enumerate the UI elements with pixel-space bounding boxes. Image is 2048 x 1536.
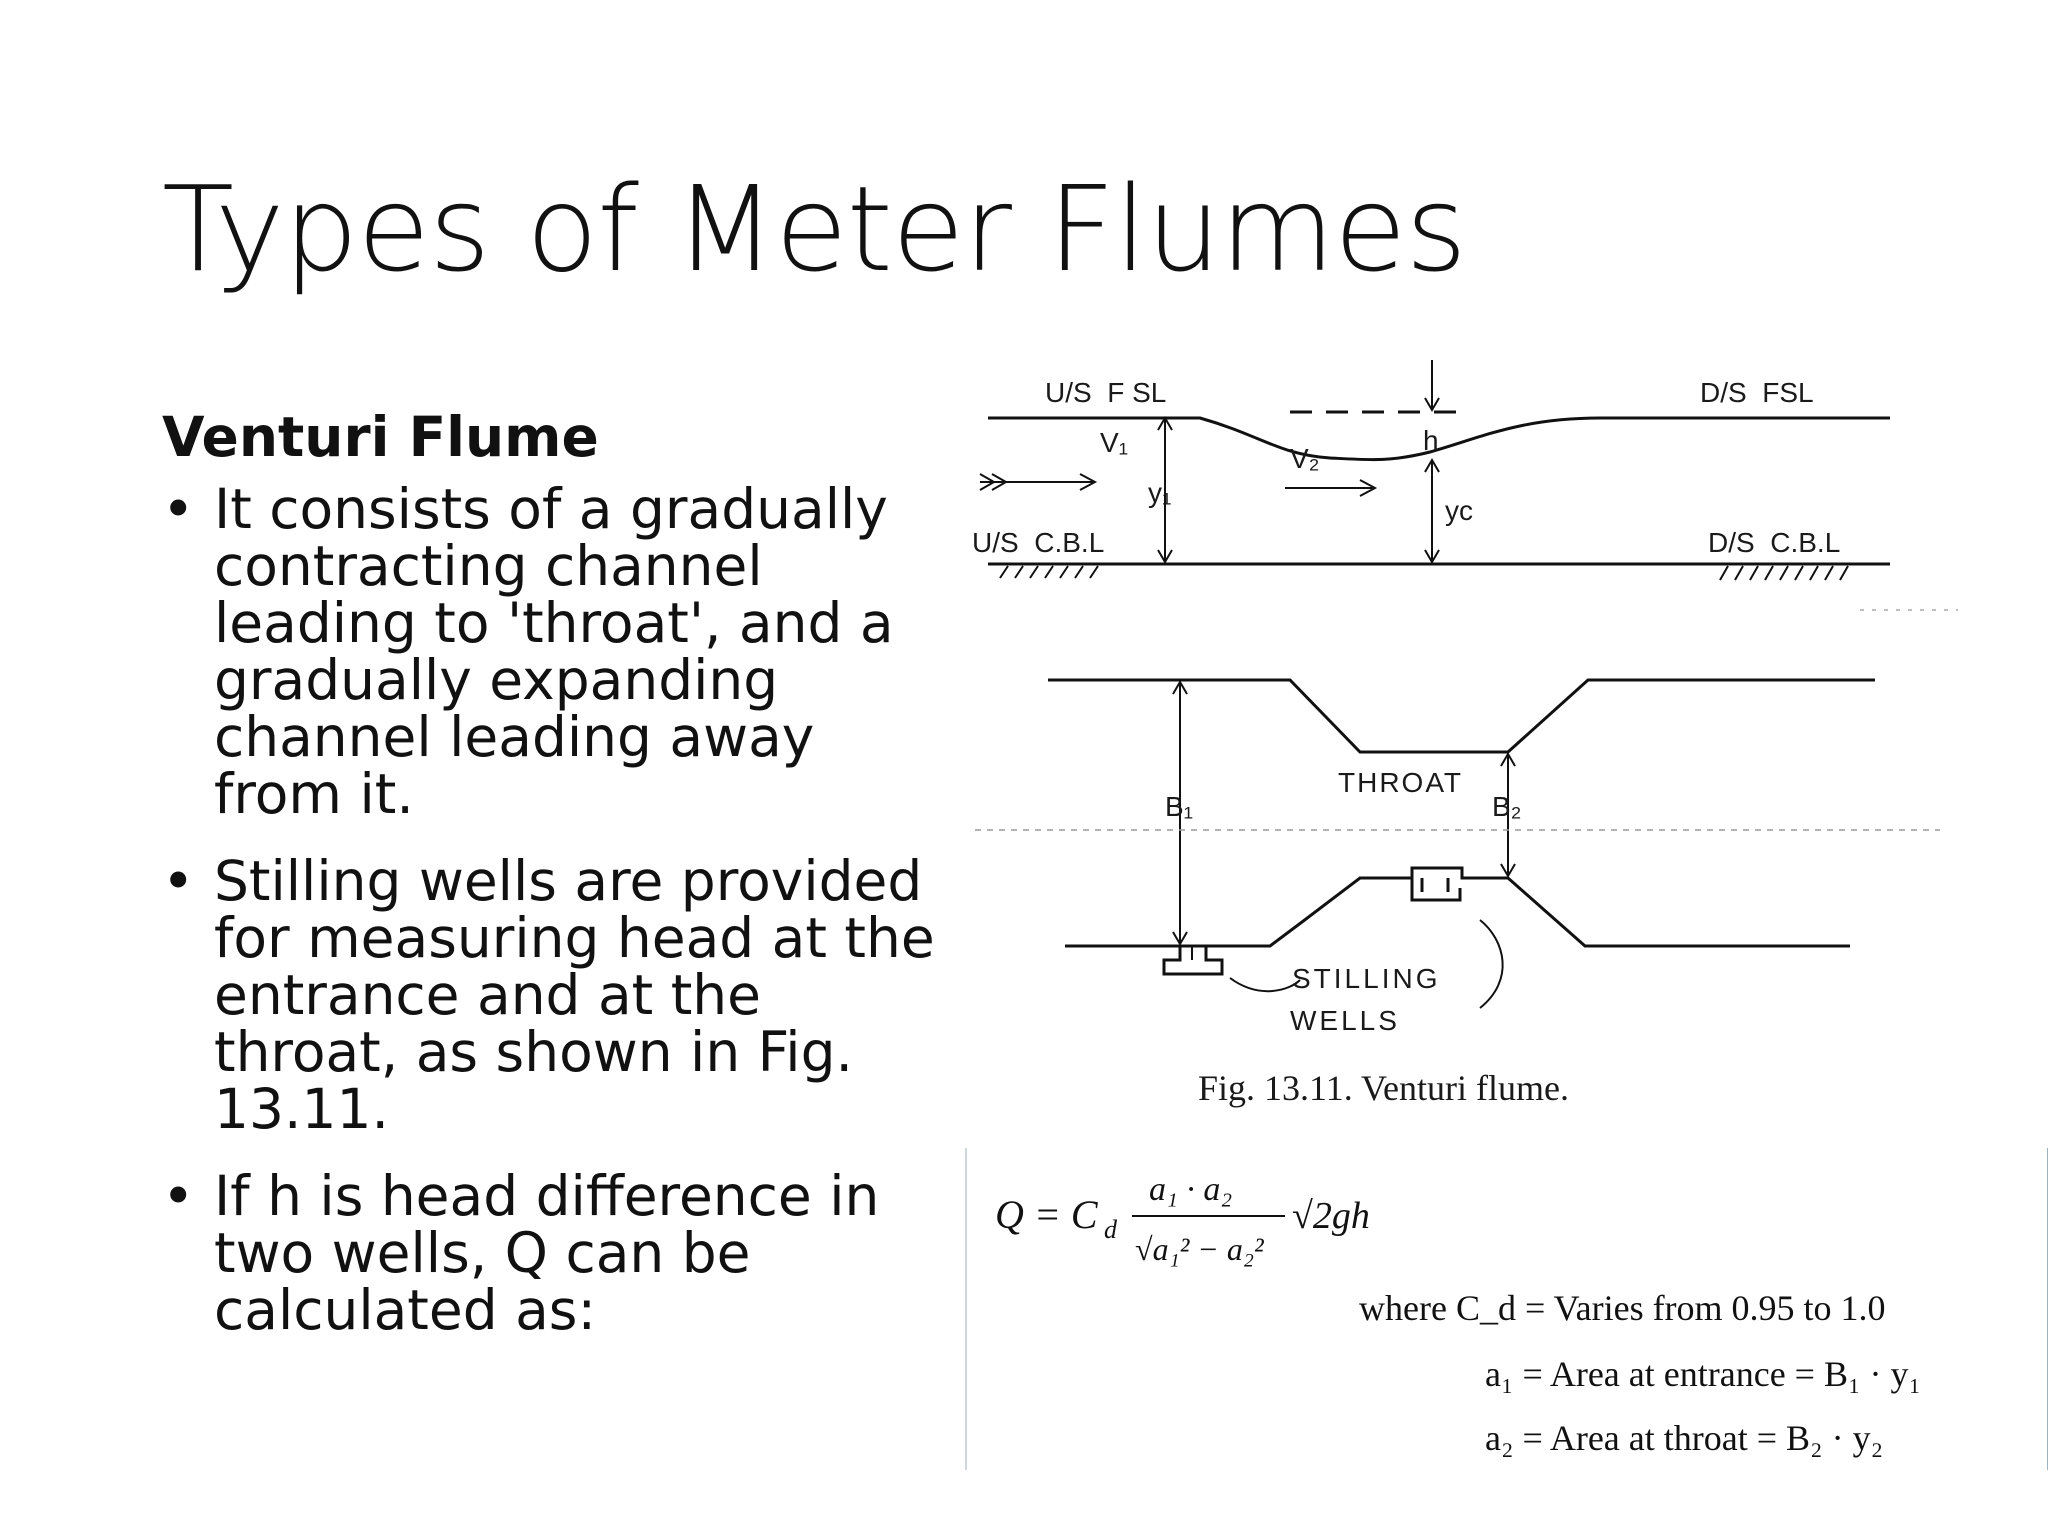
formula-svg: Q = C d a₁ · a₂ √a₁² − a₂² √2gh where C_… [995, 1171, 1921, 1458]
wells-label: WELLS [1290, 1005, 1400, 1036]
ds-cbl-label: D/S C.B.L [1708, 527, 1840, 558]
bullet-item: •It consists of a gradually contracting … [162, 481, 952, 823]
yc-label: yc [1445, 495, 1473, 526]
formula-denominator: √a₁² − a₂² [1135, 1231, 1265, 1267]
throat-label: THROAT [1338, 767, 1463, 798]
figure-caption: Fig. 13.11. Venturi flume. [1198, 1068, 1569, 1108]
bullet-text: If h is head difference in two wells, Q … [214, 1164, 880, 1342]
bullet-item: •If h is head difference in two wells, Q… [162, 1168, 952, 1339]
content-column: Venturi Flume •It consists of a graduall… [162, 405, 952, 1369]
bullet-text: It consists of a gradually contracting c… [214, 477, 894, 826]
h-label: h [1423, 425, 1439, 456]
bullet-item: •Stilling wells are provided for measuri… [162, 853, 952, 1138]
y1-label: y₁ [1148, 477, 1171, 508]
bullet-list: •It consists of a gradually contracting … [162, 481, 952, 1339]
where-line-3: a₂ = Area at throat = B₂ · y₂ [1485, 1418, 1883, 1458]
us-fsl-label: U/S F SL [1045, 377, 1166, 408]
bullet-text: Stilling wells are provided for measurin… [214, 849, 935, 1141]
bullet-dot-icon: • [162, 477, 195, 541]
v1-label: V₁ [1100, 427, 1128, 458]
formula-box: Q = C d a₁ · a₂ √a₁² − a₂² √2gh where C_… [965, 1148, 2048, 1470]
formula-numerator: a₁ · a₂ [1149, 1171, 1232, 1208]
bullet-dot-icon: • [162, 849, 195, 913]
plan-upper-wall [1048, 678, 1875, 754]
plan-lower-wall [1065, 866, 1850, 948]
venturi-flume-figure: U/S F SL D/S FSL U/S C.B.L D/S C.B.L V₁ … [972, 360, 1958, 1108]
formula-lhs: Q = C [995, 1192, 1099, 1237]
section-heading: Venturi Flume [162, 405, 599, 469]
where-line-2: a₁ = Area at entrance = B₁ · y₁ [1485, 1354, 1921, 1394]
formula-cd-sub: d [1104, 1215, 1118, 1244]
bullet-dot-icon: • [162, 1164, 195, 1228]
where-line-1: where C_d = Varies from 0.95 to 1.0 [1359, 1288, 1886, 1328]
b2-label: B₂ [1492, 791, 1522, 822]
stilling-label: STILLING [1292, 963, 1440, 994]
v2-label: V₂ [1290, 443, 1320, 474]
water-surface-line [988, 416, 1890, 462]
ds-fsl-label: D/S FSL [1700, 377, 1814, 408]
slide-title: Types of Meter Flumes [162, 160, 1467, 298]
us-cbl-label: U/S C.B.L [972, 527, 1104, 558]
b1-label: B₁ [1165, 791, 1193, 822]
formula-sqrt: √2gh [1292, 1195, 1370, 1237]
